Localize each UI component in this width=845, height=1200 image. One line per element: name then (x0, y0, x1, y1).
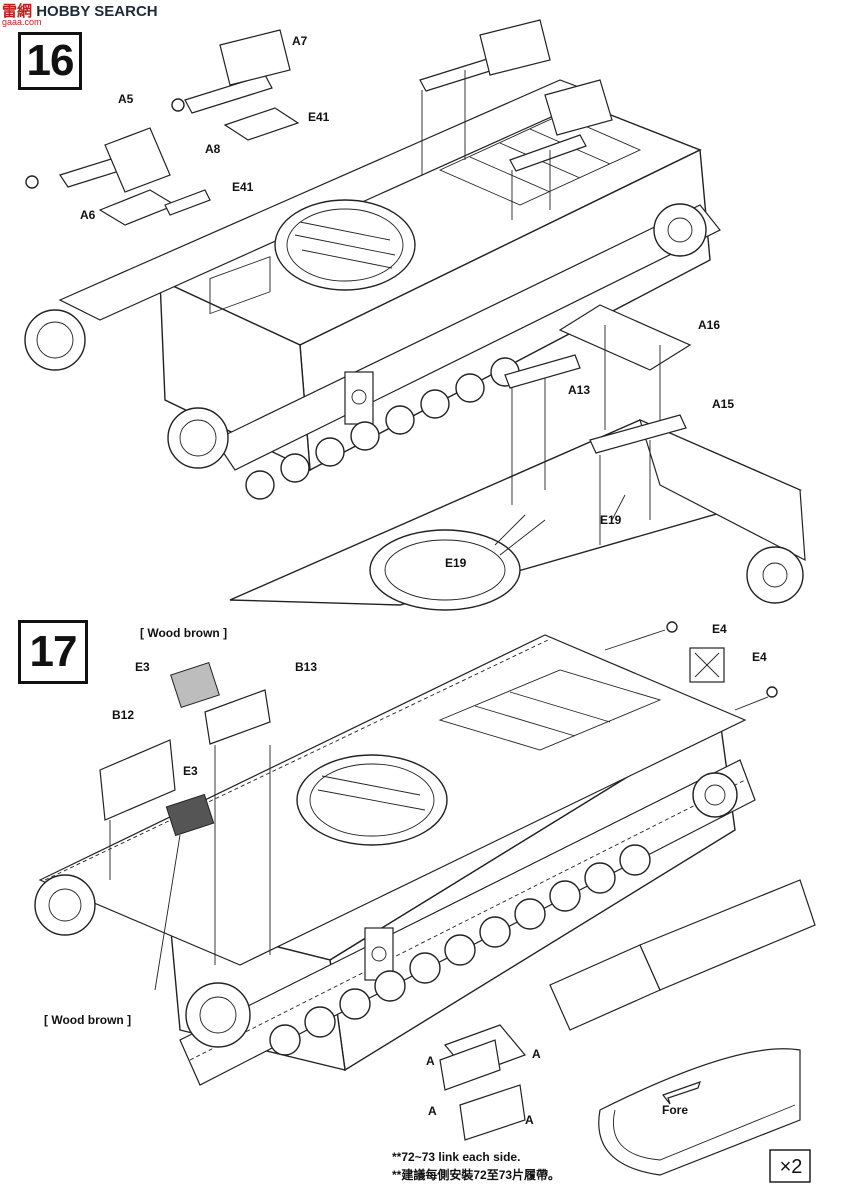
step16-lower-hull (229, 304, 806, 611)
multiplier-badge: ×2 (779, 1155, 803, 1178)
label-a6: A6 (80, 208, 96, 222)
label-a-3: A (428, 1104, 437, 1118)
label-e3-top: E3 (135, 660, 150, 674)
note-links-cn: **建議每側安裝72至73片履帶。 (392, 1168, 561, 1182)
watermark-brand: 雷網 HOBBY SEARCH (2, 3, 158, 20)
exhaust-a5-a6 (25, 127, 211, 226)
label-e19-left: E19 (445, 556, 467, 570)
label-e3-mid: E3 (183, 764, 198, 778)
label-a13: A13 (568, 383, 591, 397)
label-e41-top: E41 (308, 110, 330, 124)
label-a15: A15 (712, 397, 735, 411)
label-e41-mid: E41 (232, 180, 254, 194)
label-b13: B13 (295, 660, 318, 674)
label-a-2: A (532, 1047, 541, 1061)
label-e19-right: E19 (600, 513, 622, 527)
label-a7: A7 (292, 34, 308, 48)
label-wood-brown-bottom: [ Wood brown ] (44, 1013, 132, 1027)
step-17-number: 17 (18, 620, 88, 684)
label-e4-right: E4 (752, 650, 767, 664)
step16-hull-drawing (24, 19, 721, 500)
watermark-url: gaaa.com (2, 17, 42, 27)
label-a-1: A (426, 1054, 435, 1068)
step17-tank-drawing (34, 621, 816, 1176)
label-a5: A5 (118, 92, 134, 106)
exhaust-a7-a8 (171, 29, 300, 141)
wood-block-parts (99, 662, 271, 837)
label-a16: A16 (698, 318, 721, 332)
step-16-number: 16 (18, 32, 82, 90)
label-a-4: A (525, 1113, 534, 1127)
label-e4-top: E4 (712, 622, 727, 636)
label-b12: B12 (112, 708, 135, 722)
label-a8: A8 (205, 142, 221, 156)
note-links-en: **72~73 link each side. (392, 1150, 521, 1164)
label-fore: Fore (662, 1103, 689, 1117)
label-wood-brown-top: [ Wood brown ] (140, 626, 228, 640)
